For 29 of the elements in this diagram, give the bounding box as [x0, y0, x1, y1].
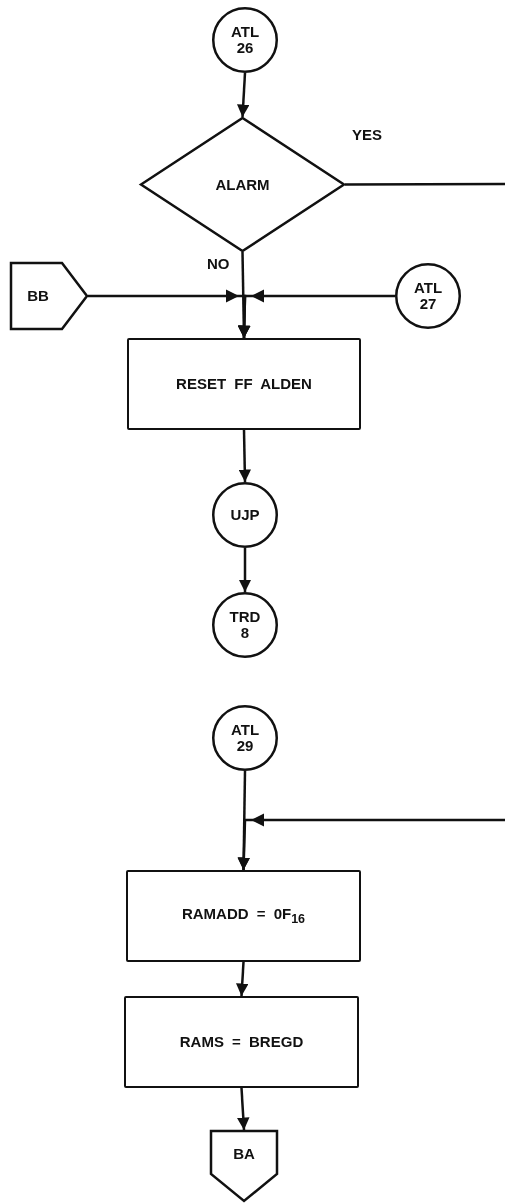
node-label: BA: [233, 1146, 255, 1162]
offpage-connector: [210, 1130, 278, 1202]
node-label: BB: [27, 288, 49, 304]
process-box: [127, 338, 361, 430]
connector-circle: [212, 7, 278, 73]
node-label: ALARM: [215, 176, 270, 193]
decision-diamond: [140, 117, 345, 252]
node-label: ATL 29: [231, 722, 259, 754]
arrow: [238, 548, 252, 592]
connector-circle: [212, 592, 278, 658]
arrow: [237, 1087, 250, 1131]
process-box: [126, 870, 361, 962]
connector-circle: [395, 263, 461, 329]
node-label: ATL 27: [414, 280, 442, 312]
offpage-connector: [10, 262, 88, 330]
node-label: RESET FF ALDEN: [176, 376, 312, 392]
node-label: UJP: [230, 507, 260, 523]
arrow: [236, 961, 249, 997]
process-box: [124, 996, 359, 1088]
arrow: [236, 72, 250, 118]
arrow: [237, 813, 505, 871]
node-label: RAMADD = 0F$_{16}$: [181, 905, 306, 927]
node-label: ATL 26: [231, 24, 259, 56]
connector-circle: [212, 705, 278, 771]
node-label: RAMS = BREGD: [179, 1034, 304, 1050]
connector-circle: [212, 482, 278, 548]
arrow: [238, 289, 395, 339]
node-label: TRD 8: [229, 609, 261, 641]
arrow: [238, 429, 251, 483]
